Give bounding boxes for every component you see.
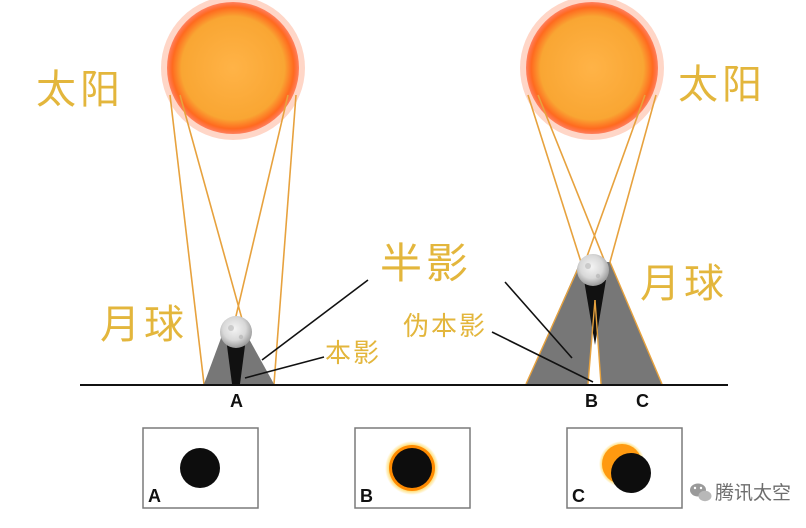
umbra-label: 本影 (325, 339, 381, 369)
moon-left-crater (228, 325, 234, 331)
total-eclipse-disk (180, 448, 220, 488)
sun-right (526, 2, 658, 134)
annular-eclipse-disk (392, 448, 432, 488)
wechat-icon (690, 483, 712, 502)
moon-right (577, 254, 609, 286)
penumbra-right-edges (525, 261, 663, 385)
sun-right-label: 太阳 (678, 62, 766, 108)
sun-left (167, 2, 299, 134)
umbra-right (584, 280, 606, 345)
moon-left (220, 316, 252, 348)
partial-eclipse-moon (611, 453, 651, 493)
moon-left-crater-2 (238, 334, 244, 340)
sun-right-rays (527, 94, 657, 263)
moon-right-crater (585, 263, 591, 269)
panel-a-label: A (148, 486, 161, 506)
watermark-text: 腾讯太空 (715, 482, 791, 504)
point-c-label: C (636, 391, 649, 411)
pointer-lines (244, 279, 594, 383)
umbra-left (226, 338, 246, 384)
moon-right-label: 月球 (640, 261, 728, 307)
panel-b-label: B (360, 486, 373, 506)
point-b-label: B (585, 391, 598, 411)
moon-right-crater-2 (595, 273, 601, 279)
panel-c-label: C (572, 486, 585, 506)
moon-left-label: 月球 (100, 302, 188, 348)
penumbra-label: 半影 (380, 239, 472, 288)
sun-left-label: 太阳 (36, 67, 124, 113)
antumbra-label: 伪本影 (403, 312, 487, 342)
point-a-label: A (230, 391, 243, 411)
